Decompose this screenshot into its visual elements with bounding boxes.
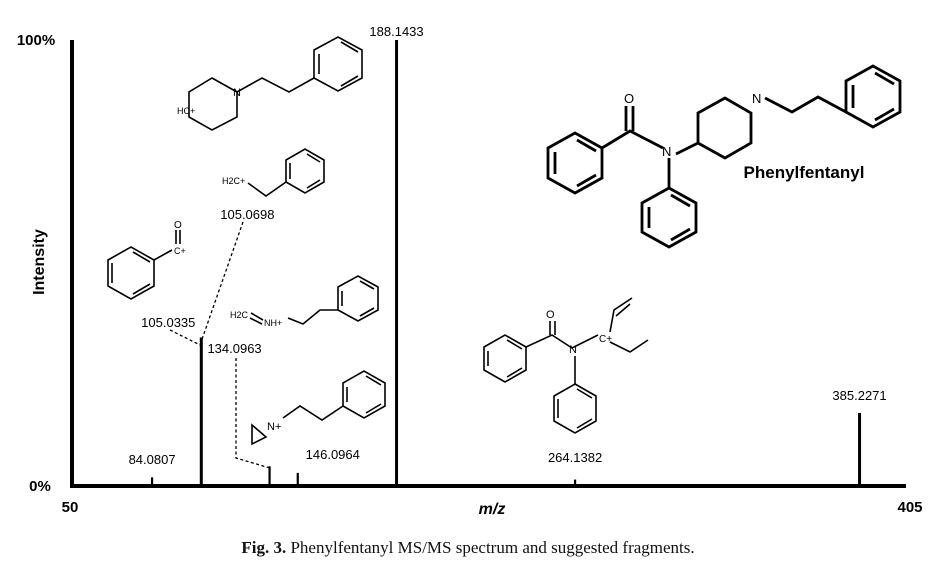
compound-label: Phenylfentanyl [744,163,865,182]
phenyl-ring-264a [483,334,527,383]
peak-label-0: 84.0807 [129,452,176,467]
amide-backbone [525,334,599,349]
fragment-188-structure [188,36,363,131]
phenyl-ring-105b [285,148,325,194]
phenyl-ring-264b [553,383,597,434]
fragment-105-0698-structure [247,148,325,197]
y-axis-label: Intensity [31,229,48,295]
peak-label-7: 385.2271 [832,388,886,403]
fragment-134-nh-plus: NH+ [264,318,282,328]
x-tick-right: 405 [897,499,922,516]
ethyl-chain [236,77,315,93]
peaks-group [150,40,862,484]
phenyl-ring-146 [342,370,386,419]
ethyl-side [609,339,649,353]
figure-caption: Fig. 3. Phenylfentanyl MS/MS spectrum an… [0,538,936,558]
fragment-264-o: O [546,309,555,321]
parent-amide-n: N [662,144,671,159]
parent-o: O [624,91,634,106]
x-tick-left: 50 [62,499,79,516]
leader-134-0963 [235,358,271,469]
fragment-105-0698-h2c: H2C+ [222,176,245,186]
parent-n-phenyl-ring [640,186,698,249]
peak-label-6: 264.1382 [548,450,602,465]
peak-label-5: 188.1433 [369,24,423,39]
leader-lines [169,221,271,469]
fragment-105-0335-structure [107,230,181,300]
peak-label-3: 134.0963 [207,341,261,356]
parent-piperidine-n: N [752,91,761,106]
x-axis-label: m/z [479,501,506,518]
parent-phenethyl-ring [844,64,902,129]
fragment-134-structure [249,275,379,325]
parent-carbonyl-chain [601,129,664,150]
ethyl-chain-134 [287,309,338,325]
y-tick-top: 100% [17,32,55,49]
peak-labels-group: 84.0807 105.0335 105.0698 134.0963 146.0964 1… [129,24,887,467]
parent-structure [546,64,902,249]
caption-text: Phenylfentanyl MS/MS spectrum and sugges… [290,538,695,557]
leader-105-0698 [199,221,244,346]
leader-105-0335 [169,329,201,346]
fragment-264-structure [483,297,649,434]
allyl-chain [609,297,633,333]
parent-phenethyl-chain [764,95,847,114]
piperidine-ring [188,77,238,131]
peak-label-1: 105.0335 [141,315,195,330]
aziridine-ring [251,423,268,446]
fragment-188-n: N [233,87,241,99]
caption-label: Fig. 3. [241,538,287,557]
peak-label-4: 146.0964 [306,447,360,462]
phenyl-ring-134 [337,275,379,322]
ethyl-chain-146 [282,405,344,421]
fragment-264-n: N [569,344,577,356]
mass-spectrum-chart: 100% 0% 50 405 m/z Intensity 84.0807 105.… [17,24,923,518]
y-tick-bottom: 0% [29,478,51,495]
fragment-188-hc-plus: HC+ [177,106,195,116]
methylene-bond [247,181,287,197]
phenyl-ring-188 [313,36,363,92]
phenyl-ring-benzoyl [107,246,155,300]
fragment-105-0335-c-plus: C+ [174,246,186,256]
fragment-264-c-plus: C+ [599,334,612,345]
fragment-105-0335-o: O [174,220,182,231]
fragment-134-h2c: H2C [230,310,249,320]
fragment-146-structure [251,370,386,446]
parent-benzoyl-ring [546,131,604,195]
fragment-146-n-plus: N+ [267,421,281,433]
peak-label-2: 105.0698 [220,207,274,222]
parent-piperidine-ring [696,96,753,160]
